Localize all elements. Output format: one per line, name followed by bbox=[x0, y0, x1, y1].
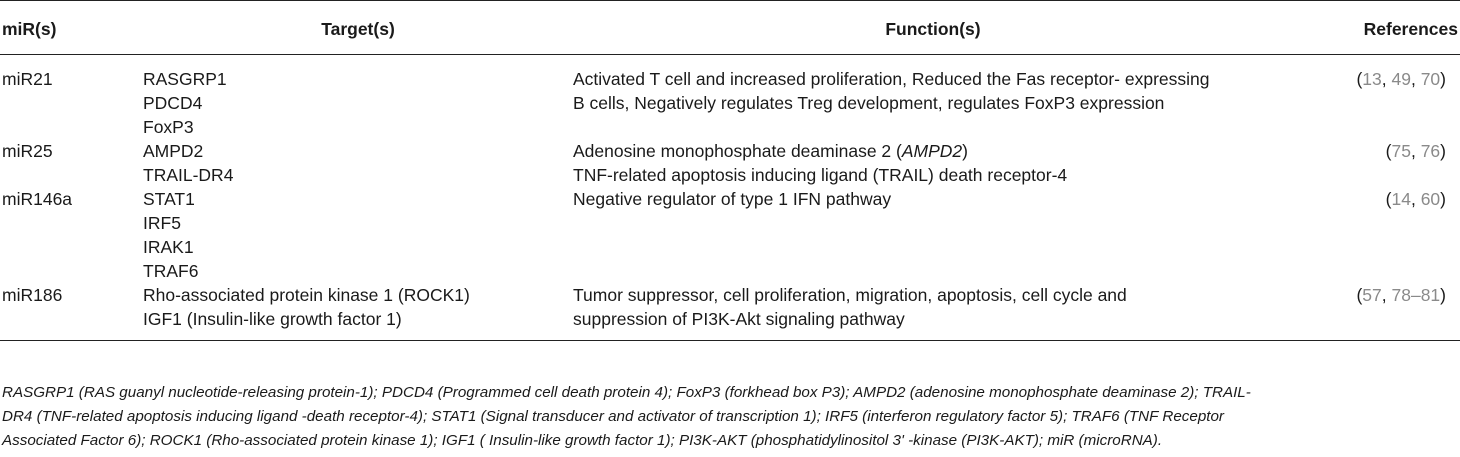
function-line: TNF-related apoptosis inducing ligand (T… bbox=[573, 165, 1068, 185]
mirna-table: miR(s) Target(s) Function(s) References … bbox=[0, 0, 1460, 341]
target-item: IGF1 (Insulin-like growth factor 1) bbox=[143, 309, 402, 329]
function-line: Adenosine monophosphate deaminase 2 (AMP… bbox=[573, 141, 968, 161]
function-italic-term: AMPD2 bbox=[901, 141, 963, 161]
target-item: IRF5 bbox=[143, 213, 181, 233]
function-line: Negative regulator of type 1 IFN pathway bbox=[573, 189, 892, 209]
reference-link[interactable]: 13 bbox=[1362, 69, 1382, 89]
header-targets: Target(s) bbox=[143, 0, 573, 55]
reference-link[interactable]: 70 bbox=[1420, 69, 1441, 89]
target-item: AMPD2 bbox=[143, 141, 204, 161]
footnote-line: DR4 (TNF-related apoptosis inducing liga… bbox=[2, 408, 1224, 425]
target-item: STAT1 bbox=[143, 189, 195, 209]
mir-cell: miR146a bbox=[2, 189, 73, 209]
references-cell: (57, 78–81) bbox=[1293, 283, 1460, 341]
header-function: Function(s) bbox=[573, 0, 1293, 55]
header-mir: miR(s) bbox=[0, 0, 143, 55]
function-line: B cells, Negatively regulates Treg devel… bbox=[573, 93, 1165, 113]
target-item: PDCD4 bbox=[143, 93, 203, 113]
table-row: miR25 AMPD2 TRAIL-DR4 Adenosine monophos… bbox=[0, 139, 1460, 187]
reference-link[interactable]: 14 bbox=[1391, 189, 1411, 209]
target-item: TRAF6 bbox=[143, 261, 199, 281]
target-item: Rho-associated protein kinase 1 (ROCK1) bbox=[143, 285, 470, 305]
footnote-line: RASGRP1 (RAS guanyl nucleotide-releasing… bbox=[2, 384, 1251, 401]
target-item: FoxP3 bbox=[143, 117, 194, 137]
function-line: Activated T cell and increased prolifera… bbox=[573, 69, 1210, 89]
table-row: miR186 Rho-associated protein kinase 1 (… bbox=[0, 283, 1460, 341]
references-cell: (14, 60) bbox=[1385, 189, 1446, 209]
header-row: miR(s) Target(s) Function(s) References bbox=[0, 0, 1460, 55]
references-cell: (75, 76) bbox=[1385, 141, 1446, 161]
header-references: References bbox=[1293, 0, 1460, 55]
mir-cell: miR21 bbox=[2, 69, 53, 89]
footnote-line: Associated Factor 6); ROCK1 (Rho-associa… bbox=[2, 432, 1163, 449]
reference-link[interactable]: 60 bbox=[1420, 189, 1441, 209]
targets-cell: Rho-associated protein kinase 1 (ROCK1) … bbox=[143, 283, 573, 341]
target-item: IRAK1 bbox=[143, 237, 194, 257]
function-cell: Adenosine monophosphate deaminase 2 (AMP… bbox=[573, 139, 1293, 187]
reference-link[interactable]: 49 bbox=[1391, 69, 1411, 89]
function-cell: Activated T cell and increased prolifera… bbox=[573, 55, 1293, 140]
reference-link[interactable]: 76 bbox=[1420, 141, 1441, 161]
references-cell: (13, 49, 70) bbox=[1356, 69, 1446, 89]
targets-cell: AMPD2 TRAIL-DR4 bbox=[143, 139, 573, 187]
target-item: RASGRP1 bbox=[143, 69, 227, 89]
reference-link[interactable]: 75 bbox=[1391, 141, 1411, 161]
targets-cell: RASGRP1 PDCD4 FoxP3 bbox=[143, 55, 573, 140]
table-row: miR146a STAT1 IRF5 IRAK1 TRAF6 Negative … bbox=[0, 187, 1460, 283]
reference-link[interactable]: 57 bbox=[1362, 285, 1382, 305]
mir-cell: miR186 bbox=[0, 283, 143, 341]
function-cell: Negative regulator of type 1 IFN pathway bbox=[573, 187, 1293, 283]
targets-cell: STAT1 IRF5 IRAK1 TRAF6 bbox=[143, 187, 573, 283]
table-footnote: RASGRP1 (RAS guanyl nucleotide-releasing… bbox=[2, 381, 1458, 453]
table-row: miR21 RASGRP1 PDCD4 FoxP3 Activated T ce… bbox=[0, 55, 1460, 140]
reference-link[interactable]: 78–81 bbox=[1391, 285, 1441, 305]
target-item: TRAIL-DR4 bbox=[143, 165, 234, 185]
function-line: suppression of PI3K-Akt signaling pathwa… bbox=[573, 309, 905, 329]
function-line: Tumor suppressor, cell proliferation, mi… bbox=[573, 285, 1127, 305]
mir-cell: miR25 bbox=[2, 141, 53, 161]
function-cell: Tumor suppressor, cell proliferation, mi… bbox=[573, 283, 1293, 341]
